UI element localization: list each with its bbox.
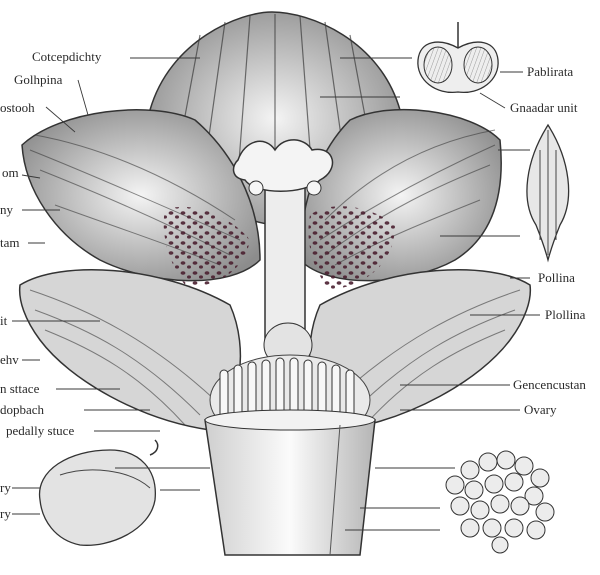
label-tam: tam [0, 235, 20, 250]
label-om: om [2, 165, 19, 180]
label-ehv: ehv [0, 352, 19, 367]
label-dopbach: dopbach [0, 402, 45, 417]
label-ny: ny [0, 202, 13, 217]
label-golhpina: Golhpina [14, 72, 63, 87]
label-pollina: Pollina [538, 270, 575, 285]
label-gencencustan: Gencencustan [513, 377, 586, 392]
column [232, 139, 334, 341]
label-ry-1: ry [0, 480, 11, 495]
receptacle [204, 409, 376, 556]
label-plollina: Plollina [545, 307, 586, 322]
pollen-cluster [445, 450, 555, 554]
label-pablirata: Pablirata [527, 64, 574, 79]
label-ry-2: ry [0, 506, 11, 521]
capsule [38, 439, 159, 546]
label-gnaadar-unit: Gnaadar unit [510, 100, 578, 115]
anther-section [417, 22, 499, 94]
label-ostooh: ostooh [0, 100, 35, 115]
label-pedally-stuce: pedally stuce [6, 423, 75, 438]
left-sepal [18, 269, 242, 431]
right-petal [299, 108, 502, 290]
anther-cap [232, 139, 334, 192]
label-ovary: Ovary [524, 402, 557, 417]
leader-lines [12, 57, 540, 531]
label-it: it [0, 313, 8, 328]
left-petal [21, 109, 261, 286]
seed-pod [526, 123, 570, 263]
label-n-sttace: n sttace [0, 381, 40, 396]
label-cotcepdichty: Cotcepdichty [32, 49, 102, 64]
